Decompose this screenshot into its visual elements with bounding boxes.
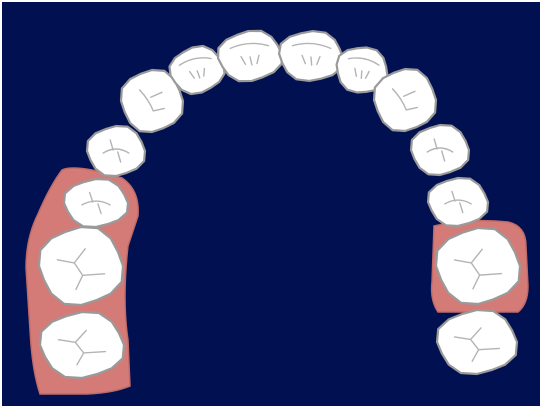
upper-left-first-molar <box>39 227 123 305</box>
upper-right-second-molar <box>437 310 517 374</box>
upper-left-first-premolar <box>87 126 145 176</box>
tooth-crown <box>411 125 469 175</box>
tooth-crown <box>437 310 517 374</box>
upper-right-first-molar <box>436 228 520 304</box>
tooth-crown <box>428 178 488 226</box>
tooth-crown <box>64 179 128 227</box>
tooth-crown <box>436 228 520 304</box>
upper-right-canine <box>374 69 436 131</box>
tooth-crown <box>87 126 145 176</box>
tooth-crown <box>40 312 124 378</box>
upper-right-first-premolar <box>411 125 469 175</box>
tooth-crown <box>374 69 436 131</box>
upper-right-second-premolar <box>428 178 488 226</box>
upper-left-second-molar <box>40 312 124 378</box>
upper-left-second-premolar <box>64 179 128 227</box>
tooth-crown <box>39 227 123 305</box>
